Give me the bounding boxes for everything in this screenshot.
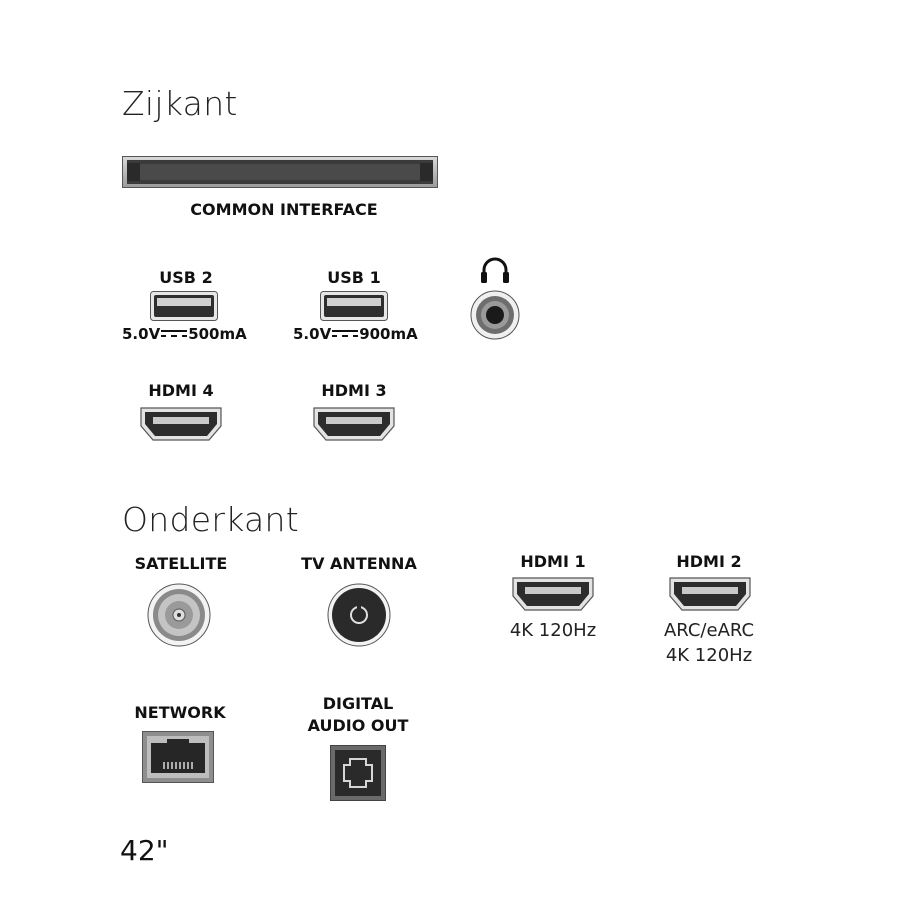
usb-port-icon bbox=[150, 291, 218, 321]
hdmi1-note: 4K 120Hz bbox=[509, 620, 597, 641]
bottom-section-title: Onderkant bbox=[122, 500, 300, 539]
usb1-voltage: 5.0V bbox=[293, 325, 332, 343]
hdmi-port-icon bbox=[511, 576, 595, 612]
hdmi2-label: HDMI 2 bbox=[676, 552, 742, 571]
satellite-label: SATELLITE bbox=[134, 554, 228, 573]
optical-port-icon bbox=[330, 745, 386, 801]
digital-audio-out-label-line1: DIGITAL bbox=[322, 694, 394, 713]
headphone-jack-icon bbox=[470, 290, 520, 340]
usb-port-icon bbox=[320, 291, 388, 321]
antenna-connector-icon bbox=[327, 583, 391, 647]
hdmi2-note-resolution: 4K 120Hz bbox=[665, 645, 753, 666]
usb1-label: USB 1 bbox=[327, 268, 381, 287]
dc-symbol-icon bbox=[332, 329, 359, 337]
usb2-power-spec: 5.0V 500mA bbox=[122, 325, 247, 343]
hdmi4-label: HDMI 4 bbox=[148, 381, 214, 400]
usb2-voltage: 5.0V bbox=[122, 325, 161, 343]
network-label: NETWORK bbox=[134, 703, 226, 722]
headphones-icon bbox=[479, 256, 511, 284]
digital-audio-out-label-line2: AUDIO OUT bbox=[307, 716, 409, 735]
screen-size-label: 42" bbox=[120, 834, 169, 867]
dc-symbol-icon bbox=[161, 329, 188, 337]
hdmi-port-icon bbox=[668, 576, 752, 612]
usb1-current: 900mA bbox=[359, 325, 418, 343]
satellite-connector-icon bbox=[147, 583, 211, 647]
common-interface-slot-icon bbox=[122, 156, 438, 188]
ethernet-port-icon bbox=[142, 731, 214, 783]
hdmi3-label: HDMI 3 bbox=[321, 381, 387, 400]
common-interface-label: COMMON INTERFACE bbox=[190, 200, 378, 219]
hdmi2-note-arc: ARC/eARC bbox=[663, 620, 755, 641]
usb1-power-spec: 5.0V 900mA bbox=[293, 325, 418, 343]
hdmi-port-icon bbox=[139, 406, 223, 442]
usb2-label: USB 2 bbox=[159, 268, 213, 287]
hdmi-port-icon bbox=[312, 406, 396, 442]
hdmi1-label: HDMI 1 bbox=[520, 552, 586, 571]
usb2-current: 500mA bbox=[188, 325, 247, 343]
side-section-title: Zijkant bbox=[122, 84, 238, 123]
tv-antenna-label: TV ANTENNA bbox=[301, 554, 417, 573]
